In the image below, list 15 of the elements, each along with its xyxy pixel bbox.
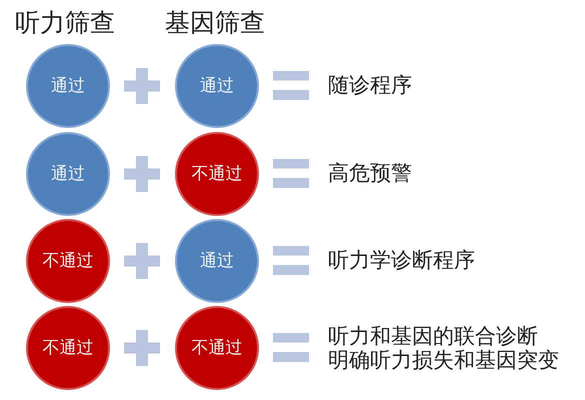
column-heading: 听力筛查 [15, 10, 115, 35]
status-label: 通过 [51, 166, 85, 182]
status-label: 不通过 [192, 166, 242, 182]
outcome-text: 明确听力损失和基因突变 [328, 350, 559, 371]
outcome-text: 听力学诊断程序 [328, 250, 475, 271]
outcome-text: 随诊程序 [328, 75, 412, 96]
status-label: 通过 [200, 78, 234, 94]
status-label: 不通过 [192, 340, 242, 356]
status-label: 通过 [51, 78, 85, 94]
column-heading: 基因筛查 [165, 10, 265, 35]
outcome-text: 高危预警 [328, 163, 412, 184]
status-label: 不通过 [42, 252, 94, 270]
outcome-text: 听力和基因的联合诊断 [328, 326, 538, 347]
status-label: 通过 [200, 252, 234, 270]
status-label: 不通过 [42, 340, 94, 356]
